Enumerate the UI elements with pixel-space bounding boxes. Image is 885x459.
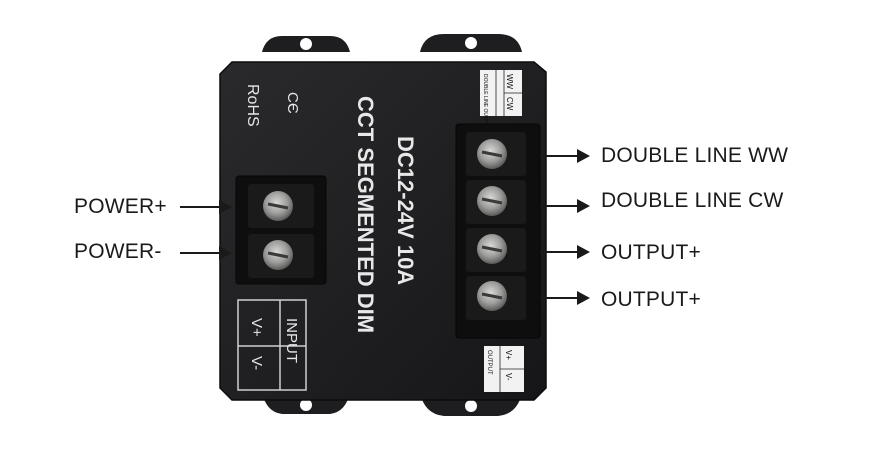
v-plus-out-label: V+ <box>504 350 513 360</box>
ce-mark: CЄ <box>284 92 301 114</box>
arrow-icon <box>180 200 232 214</box>
callout-double-line-cw: DOUBLE LINE CW <box>601 189 784 212</box>
v-minus-out-label: V- <box>504 373 513 381</box>
model-line-1: CCT SEGMENTED DIM <box>353 96 378 333</box>
output-terminal-block <box>455 123 541 339</box>
input-terminal-block <box>235 175 327 285</box>
double-line-output-label: DOUBLE LINE OUTPUT CW WW <box>480 70 522 129</box>
arrow-icon <box>540 291 590 305</box>
input-label: INPUT <box>283 318 300 363</box>
mounting-hole <box>300 38 312 50</box>
arrow-icon <box>540 149 590 163</box>
model-line-2: DC12-24V 10A <box>393 136 418 285</box>
v-minus-label: V- <box>248 356 265 370</box>
arrow-icon <box>180 246 232 260</box>
cw-label: CW <box>505 97 514 111</box>
v-plus-label: V+ <box>248 318 265 337</box>
output-label: OUTPUT V- V+ <box>484 346 524 392</box>
arrow-icon <box>540 199 590 213</box>
callout-output-plus-1: OUTPUT+ <box>601 241 701 264</box>
ww-label: WW <box>505 74 514 90</box>
callout-power-plus: POWER+ <box>74 195 167 218</box>
arrow-icon <box>540 245 590 259</box>
svg-text:DOUBLE LINE OUTPUT: DOUBLE LINE OUTPUT <box>482 74 488 129</box>
rohs-mark: RoHS <box>244 84 261 127</box>
mounting-hole <box>465 37 477 49</box>
mounting-hole <box>300 399 312 411</box>
callout-output-plus-2: OUTPUT+ <box>601 288 701 311</box>
callout-power-minus: POWER- <box>74 240 162 263</box>
input-label-box: INPUT V+ V- <box>237 299 307 391</box>
callout-double-line-ww: DOUBLE LINE WW <box>601 144 789 167</box>
svg-text:OUTPUT: OUTPUT <box>486 350 492 375</box>
mounting-hole <box>465 400 477 412</box>
